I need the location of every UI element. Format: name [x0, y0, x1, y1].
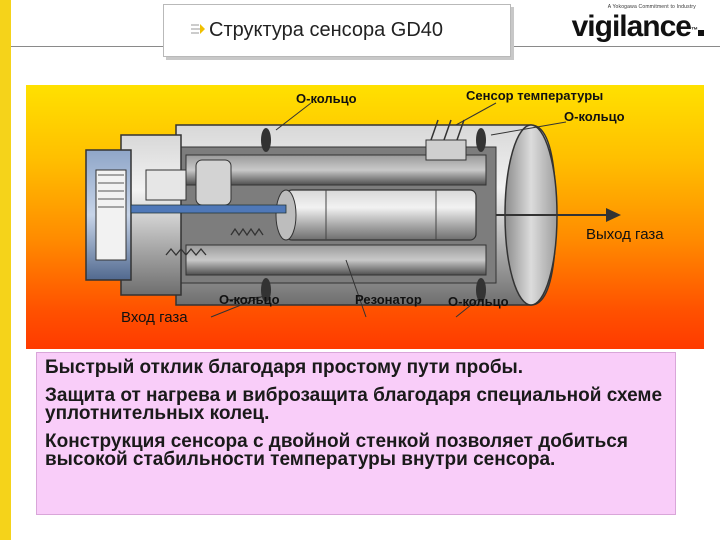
label-o-ring-bottom-left: О-кольцо — [219, 292, 280, 307]
label-temperature-sensor: Сенсор температуры — [466, 88, 604, 103]
label-gas-outlet: Выход газа — [586, 226, 664, 243]
paragraph-fast-response: Быстрый отклик благодаря простому пути п… — [45, 357, 524, 378]
brand-logo: A Yokogawa Commitment to Industry vigila… — [572, 4, 704, 44]
page-title: Структура сенсора GD40 — [209, 19, 444, 41]
title-box: Структура сенсора GD40 — [163, 4, 511, 57]
label-resonator: Резонатор — [355, 292, 422, 307]
label-o-ring-bottom-right: О-кольцо — [448, 294, 509, 309]
sensor-cutaway-figure: О-кольцо Сенсор температуры О-кольцо Вых… — [26, 85, 704, 349]
sensor-cutaway-illustration — [85, 102, 621, 318]
brand-tagline: A Yokogawa Commitment to Industry — [607, 4, 696, 10]
arrow-bullet-icon — [191, 24, 205, 34]
label-gas-inlet: Вход газа — [121, 309, 188, 326]
brand-wordmark: vigilance — [571, 10, 692, 43]
trademark-mark: ™ — [691, 27, 698, 34]
label-o-ring-right: О-кольцо — [564, 109, 625, 124]
paragraph-double-wall-stability: Конструкция сенсора с двойной стенкой по… — [45, 431, 628, 470]
accent-bar — [0, 0, 11, 540]
description-box: Быстрый отклик благодаря простому пути п… — [36, 352, 676, 515]
label-o-ring-top: О-кольцо — [296, 91, 357, 106]
paragraph-heat-vibration-protection: Защита от нагрева и виброзащита благодар… — [45, 385, 663, 424]
